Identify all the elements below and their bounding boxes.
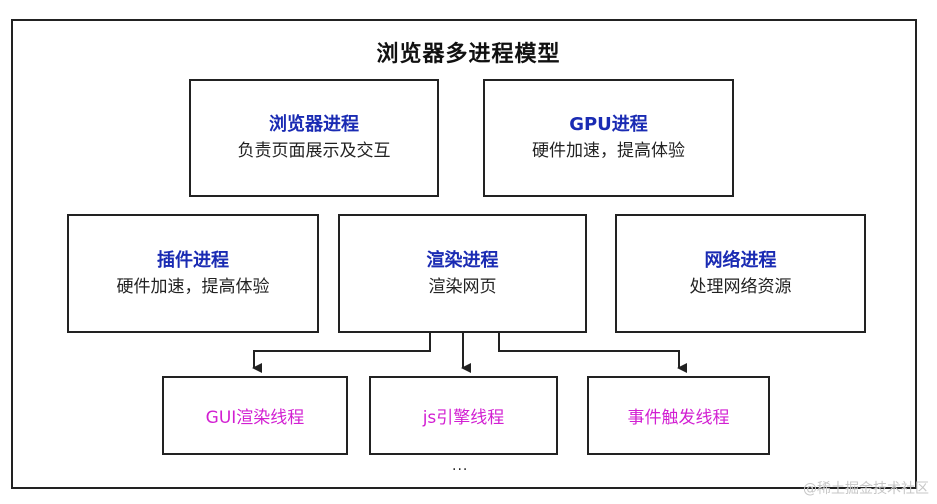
- plugin-process-desc: 硬件加速，提高体验: [116, 276, 270, 297]
- watermark-text: @稀土掘金技术社区: [803, 481, 929, 497]
- renderer-process-box: 渲染进程 渲染网页: [338, 214, 587, 333]
- thread-box-js: js引擎线程: [369, 376, 558, 455]
- plugin-process-box: 插件进程 硬件加速，提高体验: [67, 214, 319, 333]
- network-process-desc: 处理网络资源: [689, 276, 792, 297]
- gpu-process-box: GPU进程 硬件加速，提高体验: [483, 79, 734, 197]
- gpu-process-desc: 硬件加速，提高体验: [532, 141, 685, 161]
- renderer-process-desc: 渲染网页: [428, 276, 497, 297]
- thread-box-gui: GUI渲染线程: [162, 376, 348, 455]
- network-process-name: 网络进程: [704, 249, 777, 271]
- renderer-process-name: 渲染进程: [426, 249, 499, 271]
- network-process-box: 网络进程 处理网络资源: [615, 214, 866, 333]
- browser-process-desc: 负责页面展示及交互: [237, 141, 391, 161]
- thread-box-event: 事件触发线程: [587, 376, 770, 455]
- diagram-title: 浏览器多进程模型: [376, 42, 561, 67]
- more-threads-ellipsis: ...: [452, 458, 469, 474]
- plugin-process-name: 插件进程: [157, 249, 229, 271]
- browser-process-name: 浏览器进程: [269, 114, 359, 135]
- browser-process-box: 浏览器进程 负责页面展示及交互: [189, 79, 439, 197]
- gpu-process-name: GPU进程: [569, 114, 648, 135]
